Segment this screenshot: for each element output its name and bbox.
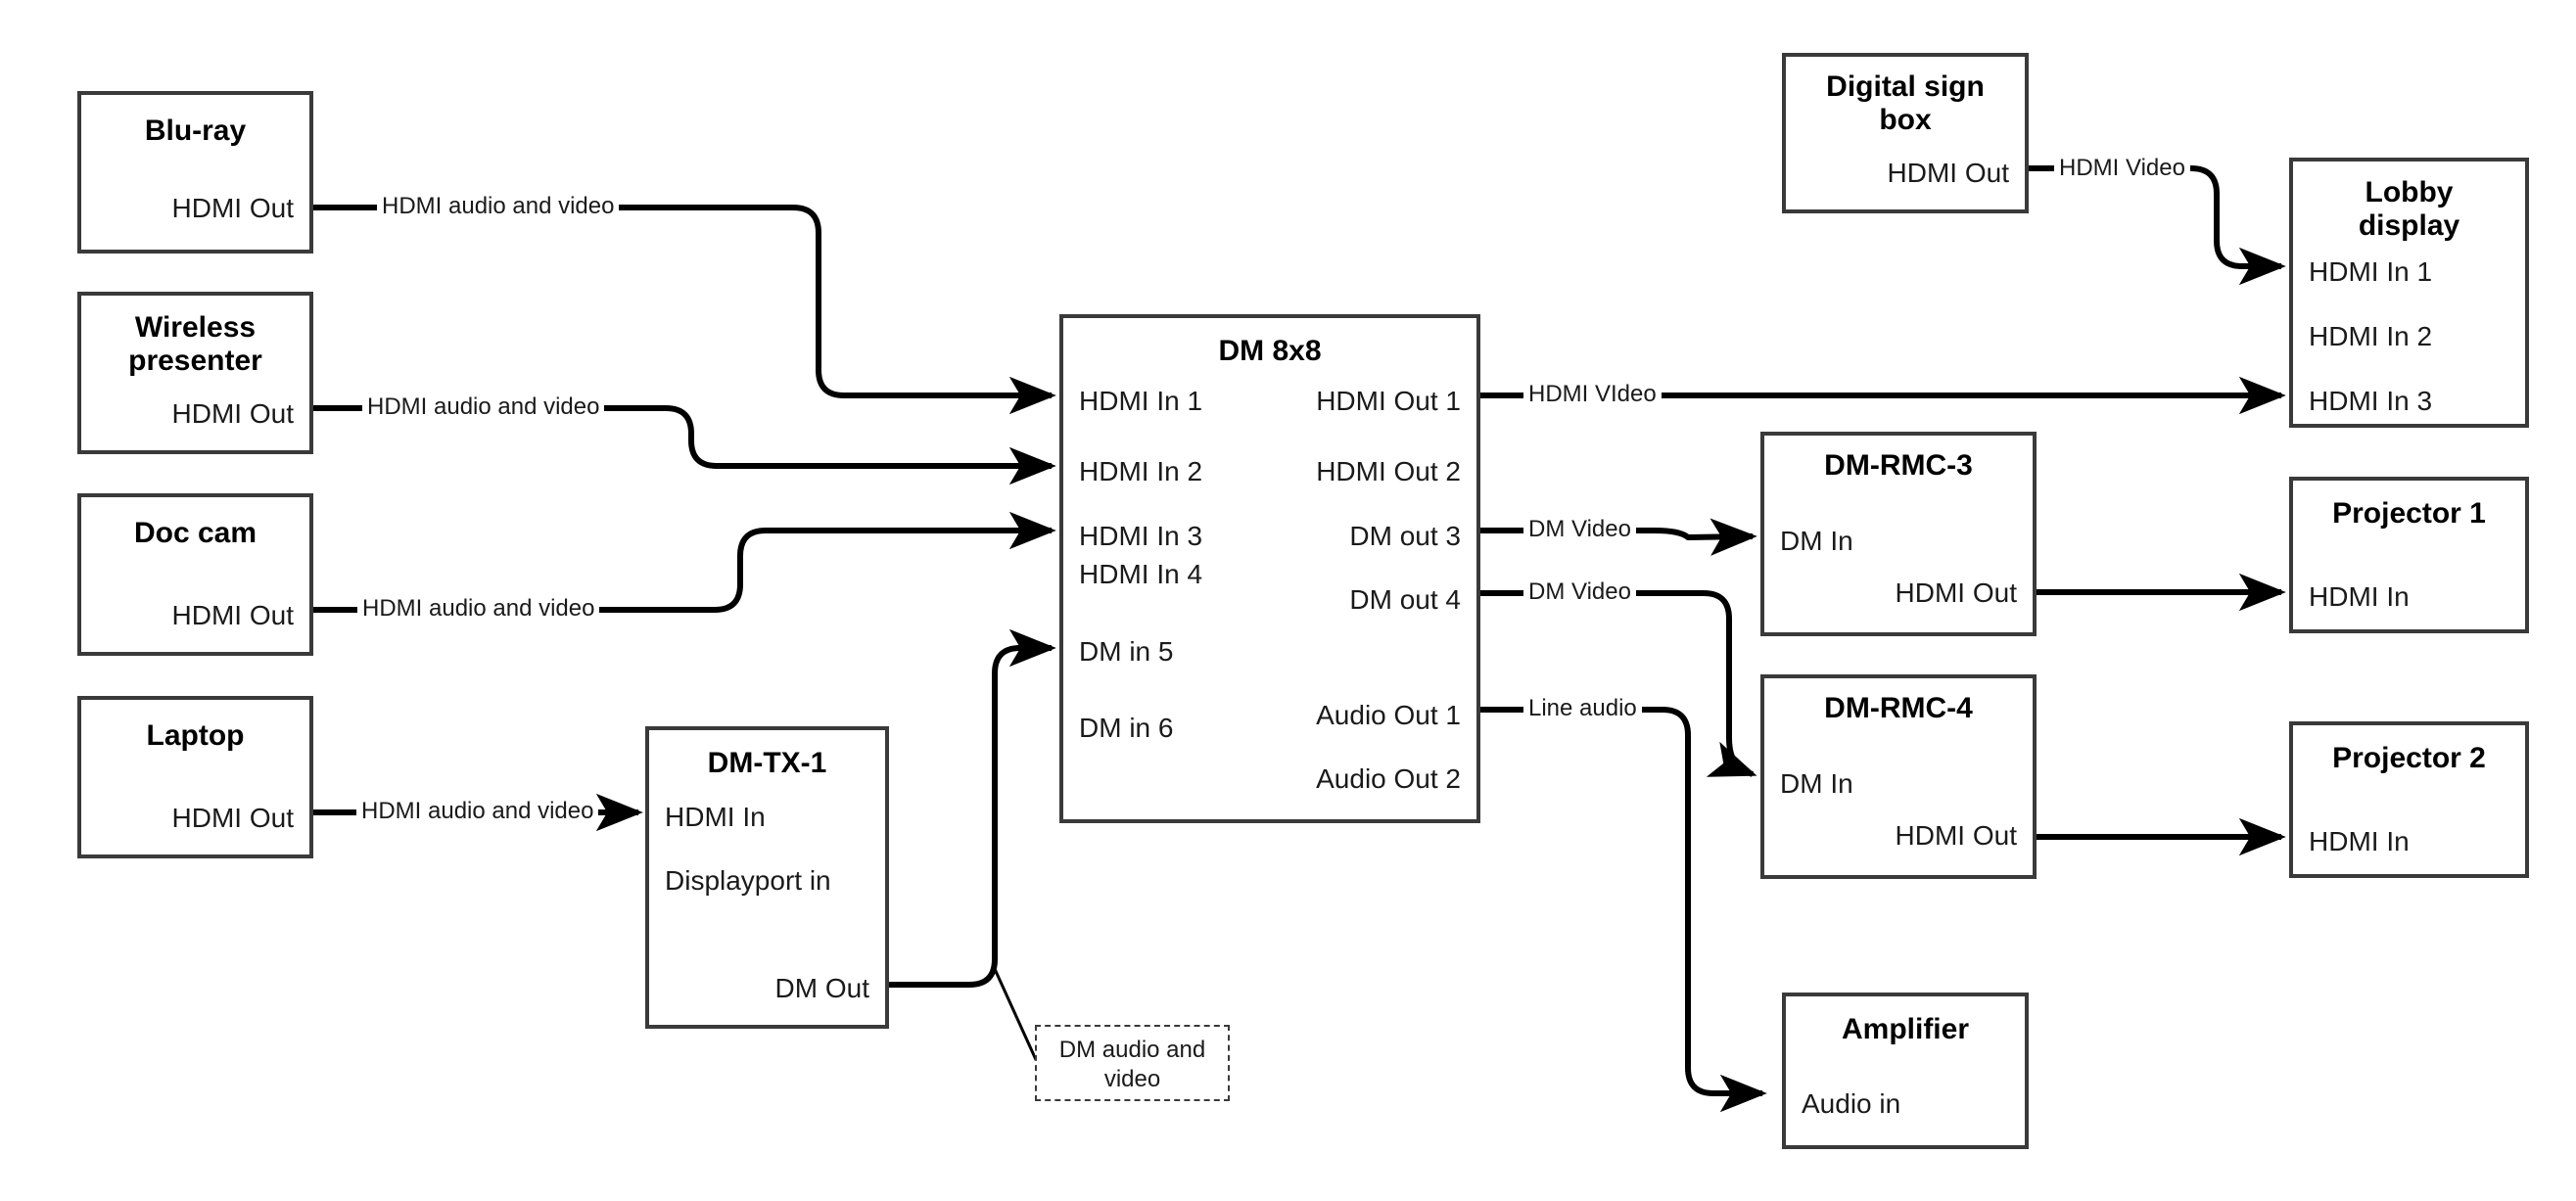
port-dm-in-6: DM in 6 — [1079, 713, 1174, 743]
wire-label-bluray-to-dm8x8: HDMI audio and video — [377, 195, 620, 218]
wire-label-digitalsign-to-lobby: HDMI Video — [2054, 157, 2190, 180]
wire-dm8x8-out4-to-dmrmc4 — [1480, 590, 1757, 777]
port-hdmi-in: HDMI In — [2309, 826, 2410, 856]
port-dm-in: DM In — [1780, 526, 1853, 556]
port-dm-out-3: DM out 3 — [1349, 521, 1461, 551]
node-title: DM-TX-1 — [707, 747, 827, 779]
node-lobby-display[interactable]: Lobby display HDMI In 1 HDMI In 2 HDMI I… — [2289, 158, 2529, 428]
node-title: DM-RMC-4 — [1824, 692, 1973, 724]
port-hdmi-out: HDMI Out — [1895, 577, 2017, 608]
port-hdmi-in-2: HDMI In 2 — [1079, 456, 1203, 486]
node-title: Projector 2 — [2332, 742, 2486, 774]
port-dm-in: DM In — [1780, 768, 1853, 799]
node-doc-cam[interactable]: Doc cam HDMI Out — [77, 493, 313, 656]
node-dm-tx-1[interactable]: DM-TX-1 HDMI In Displayport in DM Out — [645, 726, 889, 1029]
node-title: Blu-ray — [144, 115, 247, 147]
wire-dmtx1-to-dm8x8-in5 — [889, 628, 1056, 988]
leader-line-dm-audio-video-note — [993, 968, 1040, 1065]
port-displayport-in: Displayport in — [665, 865, 831, 896]
node-title: Projector 1 — [2332, 497, 2486, 530]
wire-label-audioout1-to-amplifier: Line audio — [1523, 697, 1642, 720]
port-audio-out-2: Audio Out 2 — [1316, 763, 1461, 794]
node-title: DM 8x8 — [1218, 335, 1322, 367]
node-blu-ray[interactable]: Blu-ray HDMI Out — [77, 91, 313, 254]
node-wireless-presenter[interactable]: Wireless presenter HDMI Out — [77, 292, 313, 454]
port-dm-out: DM Out — [774, 973, 869, 1003]
node-projector-2[interactable]: Projector 2 HDMI In — [2289, 721, 2529, 878]
node-title: DM-RMC-3 — [1824, 449, 1973, 482]
node-projector-1[interactable]: Projector 1 HDMI In — [2289, 477, 2529, 633]
port-hdmi-out-2: HDMI Out 2 — [1316, 456, 1461, 486]
port-hdmi-in: HDMI In — [2309, 581, 2410, 612]
port-audio-out-1: Audio Out 1 — [1316, 700, 1461, 730]
port-hdmi-in-2: HDMI In 2 — [2309, 321, 2433, 351]
port-hdmi-out: HDMI Out — [171, 803, 294, 833]
node-dm-8x8[interactable]: DM 8x8 HDMI In 1 HDMI In 2 HDMI In 3 HDM… — [1059, 314, 1480, 823]
node-dm-rmc-3[interactable]: DM-RMC-3 DM In HDMI Out — [1760, 432, 2037, 636]
port-hdmi-in-1: HDMI In 1 — [1079, 386, 1203, 416]
wire-bluray-to-dm8x8-in1 — [313, 205, 1056, 415]
port-hdmi-in-3: HDMI In 3 — [1079, 521, 1203, 551]
port-hdmi-out: HDMI Out — [171, 193, 294, 223]
port-hdmi-in-4: HDMI In 4 — [1079, 559, 1203, 589]
node-dm-rmc-4[interactable]: DM-RMC-4 DM In HDMI Out — [1760, 674, 2037, 879]
port-hdmi-in-1: HDMI In 1 — [2309, 256, 2433, 287]
node-digital-sign-box[interactable]: Digital sign box HDMI Out — [1782, 53, 2029, 213]
wire-label-dmout3-to-rmc3: DM Video — [1523, 518, 1636, 541]
wire-label-wireless-to-dm8x8: HDMI audio and video — [362, 395, 605, 419]
node-title: Laptop — [146, 719, 245, 752]
wire-label-doccam-to-dm8x8: HDMI audio and video — [357, 597, 600, 621]
port-hdmi-out: HDMI Out — [1887, 158, 2009, 188]
port-hdmi-out: HDMI Out — [171, 398, 294, 429]
node-amplifier[interactable]: Amplifier Audio in — [1782, 993, 2029, 1149]
port-hdmi-out: HDMI Out — [1895, 820, 2017, 851]
annotation-dm-audio-and-video: DM audio and video — [1035, 1025, 1230, 1101]
node-title: Amplifier — [1841, 1013, 1970, 1045]
port-hdmi-out-1: HDMI Out 1 — [1316, 386, 1461, 416]
wire-label-dmout4-to-rmc4: DM Video — [1523, 580, 1636, 604]
node-title: Doc cam — [133, 517, 258, 549]
port-dm-in-5: DM in 5 — [1079, 636, 1174, 667]
port-audio-in: Audio in — [1802, 1088, 1901, 1119]
wire-label-hdmiout1-to-lobby: HDMI VIdeo — [1523, 383, 1662, 406]
node-title: Digital sign box — [1826, 70, 1985, 136]
port-hdmi-in-3: HDMI In 3 — [2309, 386, 2433, 416]
port-hdmi-out: HDMI Out — [171, 600, 294, 630]
port-hdmi-in: HDMI In — [665, 802, 766, 832]
port-dm-out-4: DM out 4 — [1349, 584, 1461, 615]
node-title: Wireless presenter — [128, 311, 262, 377]
wire-label-laptop-to-dmtx1: HDMI audio and video — [356, 800, 599, 823]
node-laptop[interactable]: Laptop HDMI Out — [77, 696, 313, 858]
wire-dm8x8-audioout1-to-amplifier — [1480, 707, 1767, 1113]
node-title: Lobby display — [2358, 176, 2460, 242]
